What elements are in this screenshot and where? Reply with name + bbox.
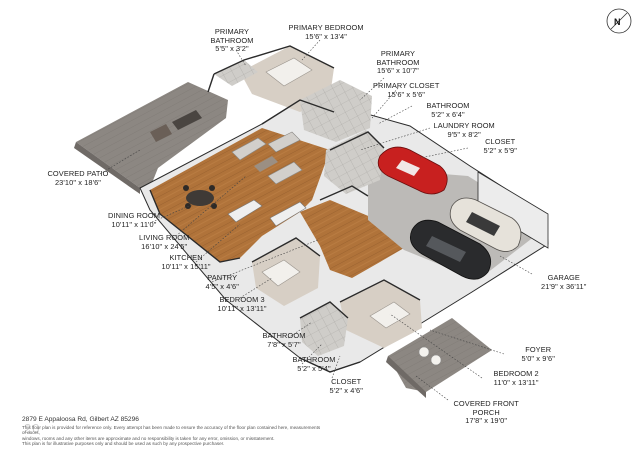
room-label-closet-lower: CLOSET 5'2" x 4'6" [329,377,363,395]
porch-chairs [418,346,442,366]
primary-bed [265,57,313,87]
room-label-living-room: LIVING ROOM 16'10" x 24'5" [139,233,190,251]
primary-bath-small-floor [214,60,258,86]
room-label-closet-upper: CLOSET 5'2" x 5'9" [483,137,517,155]
room-dims: 5'2" x 4'6" [329,385,363,395]
leader-lines [99,39,533,401]
room-dims: 5'2" x 5'9" [483,145,517,155]
room-name: BATHROOM [292,355,336,364]
room-name: COVERED FRONT PORCH [453,399,519,417]
car-red [377,146,448,195]
room-dims: 10'11" x 15'11" [161,261,211,271]
room-dims: 7'8" x 5'7" [267,339,301,349]
room-dims: 5'0" x 9'6" [521,353,555,363]
room-label-covered-front-porch: COVERED FRONT PORCH 17'8" x 19'0" [453,399,519,426]
room-label-dining-room: DINING ROOM 10'11" x 11'0" [108,211,161,229]
room-dims: 9'5" x 8'2" [447,129,481,139]
porch-edge [386,356,426,398]
room-dims: 15'6" x 13'4" [305,31,347,41]
dining-table [183,185,217,209]
room-dims: 4'5" x 4'6" [205,281,239,291]
room-label-bathroom-lower-1: BATHROOM 7'8" x 5'7" [262,331,306,349]
walls [149,45,421,373]
bedroom3-bed [261,259,301,287]
hallway-floor [300,200,404,278]
room-name: PRIMARY CLOSET [373,81,440,90]
room-dims: 11'0" x 13'11" [493,377,539,387]
compass-ring-icon [606,8,632,34]
sofa-set [231,131,303,185]
room-name: GARAGE [547,273,580,282]
disclaimer: This floor plan is provided for referenc… [22,425,322,447]
patio-edge [74,142,140,194]
room-label-foyer: FOYER 5'0" x 9'6" [521,345,555,363]
room-name: LIVING ROOM [139,233,190,242]
primary-bath-floor [300,80,372,142]
room-dims: 5'5" x 3'2" [215,44,249,54]
great-room-floor [150,128,330,262]
room-name: PRIMARY BATHROOM [210,27,254,45]
room-dims: 17'8" x 19'0" [465,416,508,426]
room-dims: 21'9" x 36'11" [541,281,587,291]
room-label-primary-bathroom-2: PRIMARY BATHROOM 15'6" x 10'7" [376,49,420,76]
room-label-bathroom-lower-2: BATHROOM 5'2" x 5'4" [292,355,336,373]
room-dims: 16'10" x 24'5" [141,241,188,251]
room-name: FOYER [525,345,552,354]
patio-furniture [150,110,202,142]
room-name: PANTRY [207,273,238,282]
room-dims: 23'10" x 18'6" [54,177,102,187]
compass: N [604,6,634,36]
room-name: BEDROOM 3 [219,295,265,304]
room-dims: 5'2" x 5'4" [297,363,331,373]
room-name: BEDROOM 2 [493,369,539,378]
room-name: LAUNDRY ROOM [433,121,495,130]
room-label-kitchen: KITCHEN 10'11" x 15'11" [161,253,211,271]
room-name: PRIMARY BATHROOM [376,49,420,67]
room-dims: 15'6" x 5'6" [387,89,426,99]
room-label-bedroom-3: BEDROOM 3 10'11" x 13'11" [217,295,267,313]
room-name: PRIMARY BEDROOM [288,23,364,32]
room-dims: 5'2" x 6'4" [431,109,465,119]
room-label-bathroom-upper: BATHROOM 5'2" x 6'4" [426,101,470,119]
room-label-primary-bedroom: PRIMARY BEDROOM 15'6" x 13'4" [288,23,364,41]
disclaimer-line: This floor plan is provided for referenc… [22,425,321,436]
room-label-laundry-room: LAUNDRY ROOM 9'5" x 8'2" [433,121,495,139]
garage-wall-right [477,171,549,249]
car-black [409,219,492,280]
bath-lower-floor [300,302,348,356]
room-name: CLOSET [331,377,362,386]
room-dims: 10'11" x 13'11" [217,303,267,313]
disclaimer-line: windows, rooms and any other items are a… [22,435,275,441]
room-name: COVERED PATIO [47,169,109,178]
room-label-garage: GARAGE 21'9" x 36'11" [541,273,587,291]
property-address: 2879 E Appaloosa Rd, Gilbert AZ 85296 [22,416,139,423]
kitchen-island [227,199,263,223]
porch-floor [388,318,492,392]
room-name: DINING ROOM [108,211,161,220]
disclaimer-line: This plan is for illustrative purposes o… [22,441,225,447]
bedroom2-bed [369,301,411,329]
room-name: BATHROOM [426,101,470,110]
room-label-pantry: PANTRY 4'5" x 4'6" [205,273,239,291]
room-name: BATHROOM [262,331,306,340]
kitchen-counter [269,201,307,227]
room-label-primary-bathroom-1: PRIMARY BATHROOM 5'5" x 3'2" [210,27,254,54]
room-dims: 15'6" x 10'7" [377,66,419,76]
room-name: KITCHEN [169,253,203,262]
car-white [449,197,522,252]
room-name: CLOSET [485,137,516,146]
room-label-bedroom-2: BEDROOM 2 11'0" x 13'11" [493,369,539,387]
room-label-covered-patio: COVERED PATIO 23'10" x 18'6" [47,169,109,187]
compass-label: N [614,17,621,27]
room-label-primary-closet: PRIMARY CLOSET 15'6" x 5'6" [373,81,440,99]
room-dims: 10'11" x 11'0" [111,219,157,229]
watermark: 20 [24,421,41,436]
